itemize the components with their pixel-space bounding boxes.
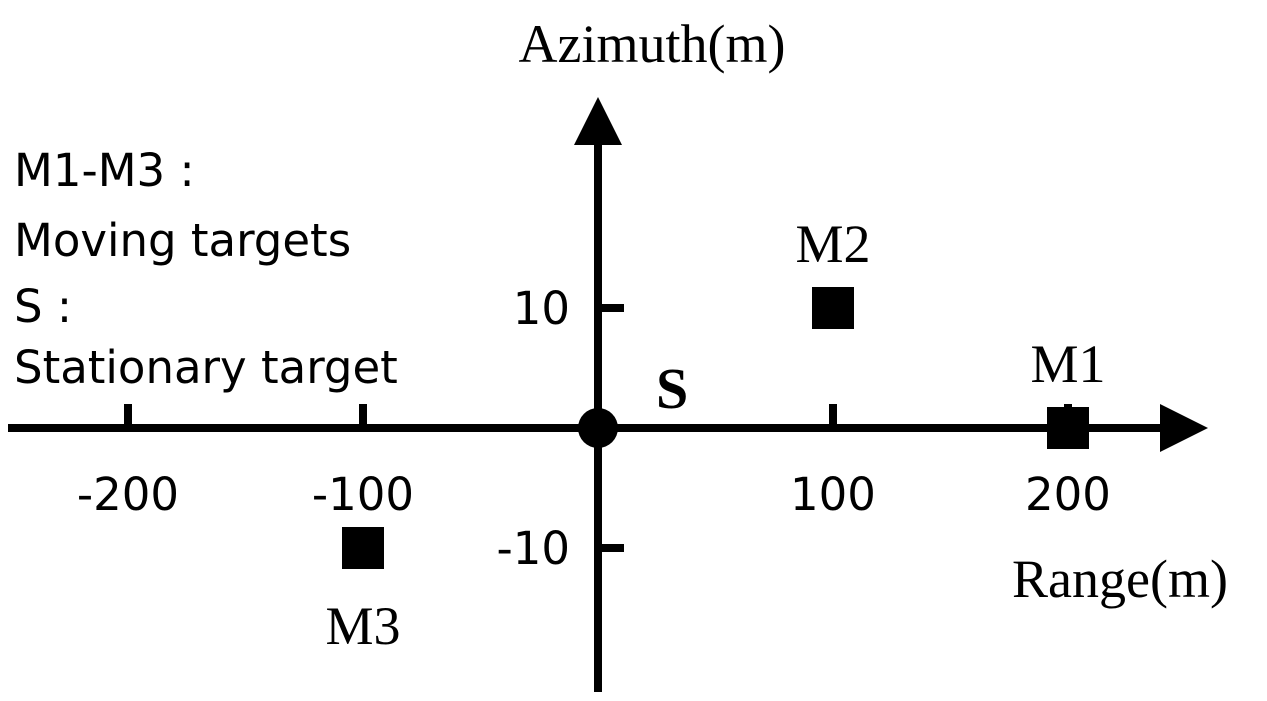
target-label-m2: M2 xyxy=(795,214,870,274)
range-axis-arrow-icon xyxy=(1160,404,1208,452)
range-tick-label: 200 xyxy=(1025,468,1111,521)
legend-line-3: S : xyxy=(14,280,72,333)
legend-line-1: M1-M3 : xyxy=(14,144,195,197)
azimuth-tick-label: 10 xyxy=(513,282,570,335)
moving-target-marker xyxy=(812,287,854,329)
azimuth-axis-arrow-icon xyxy=(574,97,622,145)
target-label-s: S xyxy=(656,356,688,421)
moving-target-marker xyxy=(342,527,384,569)
axis-ticks: -200 -100 100 200 10 -10 xyxy=(77,282,1111,575)
legend-line-2: Moving targets xyxy=(14,214,351,267)
azimuth-axis-label: Azimuth(m) xyxy=(519,14,786,74)
target-label-m1: M1 xyxy=(1030,334,1105,394)
range-tick-label: -100 xyxy=(312,468,414,521)
target-label-m3: M3 xyxy=(325,596,400,656)
range-axis-label: Range(m) xyxy=(1012,549,1228,609)
range-tick-label: 100 xyxy=(790,468,876,521)
stationary-target-marker xyxy=(578,408,618,448)
moving-target-marker xyxy=(1047,407,1089,449)
legend-line-4: Stationary target xyxy=(14,341,398,394)
range-tick-label: -200 xyxy=(77,468,179,521)
azimuth-tick-label: -10 xyxy=(497,522,571,575)
